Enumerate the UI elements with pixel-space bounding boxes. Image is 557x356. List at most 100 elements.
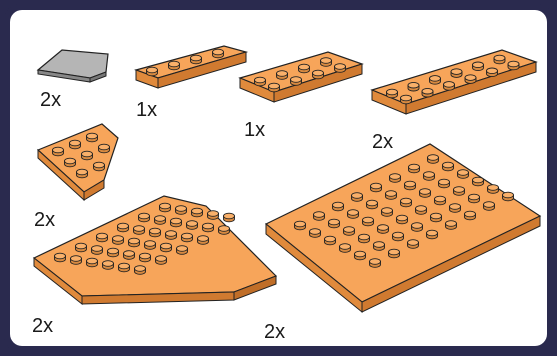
- wedge-plate-6x6-part: [34, 196, 276, 304]
- stud: [76, 243, 87, 252]
- stud: [444, 82, 455, 91]
- stud: [176, 206, 187, 215]
- qty-plate-1x4: 1x: [136, 100, 157, 120]
- stud: [140, 253, 151, 262]
- stud: [191, 55, 202, 64]
- stud: [53, 147, 64, 156]
- stud: [329, 219, 340, 228]
- stud: [335, 64, 346, 73]
- stud: [310, 229, 321, 238]
- stud: [82, 151, 93, 160]
- stud: [103, 261, 114, 270]
- stud: [295, 221, 306, 230]
- stud: [94, 162, 105, 171]
- stud: [147, 67, 158, 76]
- stud: [187, 221, 198, 230]
- stud: [169, 61, 180, 70]
- stud: [208, 211, 219, 220]
- stud: [160, 203, 171, 212]
- stud: [177, 246, 188, 255]
- stud: [446, 221, 457, 230]
- qty-plate-2x6: 2x: [372, 132, 393, 152]
- parts-list-panel: 2x 1x 1x 2x 2x 2x 2x: [10, 10, 547, 346]
- qty-wedge-plate-6x6: 2x: [32, 316, 53, 336]
- stud: [386, 191, 397, 200]
- grey-wedge-tile-part: [38, 50, 108, 82]
- stud: [203, 223, 214, 232]
- stud: [359, 234, 370, 243]
- stud: [113, 236, 124, 245]
- stud: [325, 236, 336, 245]
- stud: [166, 231, 177, 240]
- stud: [408, 82, 419, 91]
- stud: [465, 75, 476, 84]
- stud: [363, 217, 374, 226]
- stud: [155, 216, 166, 225]
- stud: [422, 88, 433, 97]
- stud: [420, 189, 431, 198]
- stud: [55, 253, 66, 262]
- stud: [71, 256, 82, 265]
- qty-plate-6x8: 2x: [264, 322, 285, 342]
- stud: [139, 213, 150, 222]
- stud: [352, 193, 363, 202]
- stud: [65, 158, 76, 167]
- stud: [389, 249, 400, 258]
- qty-grey-wedge-tile: 2x: [40, 90, 61, 110]
- stud: [370, 259, 381, 268]
- stud: [333, 202, 344, 211]
- stud: [428, 155, 439, 164]
- parts-artwork: [10, 10, 547, 346]
- stud: [412, 223, 423, 232]
- stud: [348, 210, 359, 219]
- stud: [458, 170, 469, 179]
- stud: [87, 258, 98, 267]
- stud: [314, 212, 325, 221]
- stud: [393, 232, 404, 241]
- stud: [134, 226, 145, 235]
- stud: [192, 208, 203, 217]
- stud: [92, 246, 103, 255]
- stud: [119, 263, 130, 272]
- stud: [161, 243, 172, 252]
- stud: [382, 208, 393, 217]
- stud: [397, 215, 408, 224]
- stud: [416, 206, 427, 215]
- stud: [487, 68, 498, 77]
- stud: [430, 76, 441, 85]
- plate-6x8-part: [266, 144, 540, 312]
- stud: [405, 181, 416, 190]
- stud: [469, 194, 480, 203]
- wedge-plate-3x3-part: [38, 124, 118, 200]
- stud: [408, 240, 419, 249]
- stud: [409, 164, 420, 173]
- stud: [401, 95, 412, 104]
- stud: [299, 64, 310, 73]
- stud: [171, 218, 182, 227]
- stud: [355, 251, 366, 260]
- stud: [277, 71, 288, 80]
- stud: [321, 58, 332, 67]
- stud: [439, 179, 450, 188]
- stud: [150, 228, 161, 237]
- stud: [70, 140, 81, 149]
- stud: [427, 230, 438, 239]
- stud: [99, 144, 110, 153]
- stud: [494, 55, 505, 64]
- stud: [340, 244, 351, 253]
- stud: [378, 225, 389, 234]
- stud: [108, 248, 119, 257]
- stud: [488, 185, 499, 194]
- inventory-frame: 2x 1x 1x 2x 2x 2x 2x: [4, 4, 553, 352]
- stud: [473, 177, 484, 186]
- stud: [118, 223, 129, 232]
- stud: [135, 266, 146, 275]
- stud: [443, 162, 454, 171]
- stud: [371, 183, 382, 192]
- stud: [435, 196, 446, 205]
- stud: [465, 211, 476, 220]
- stud: [367, 200, 378, 209]
- stud: [77, 169, 88, 178]
- qty-plate-2x4: 1x: [244, 120, 265, 140]
- stud: [451, 69, 462, 78]
